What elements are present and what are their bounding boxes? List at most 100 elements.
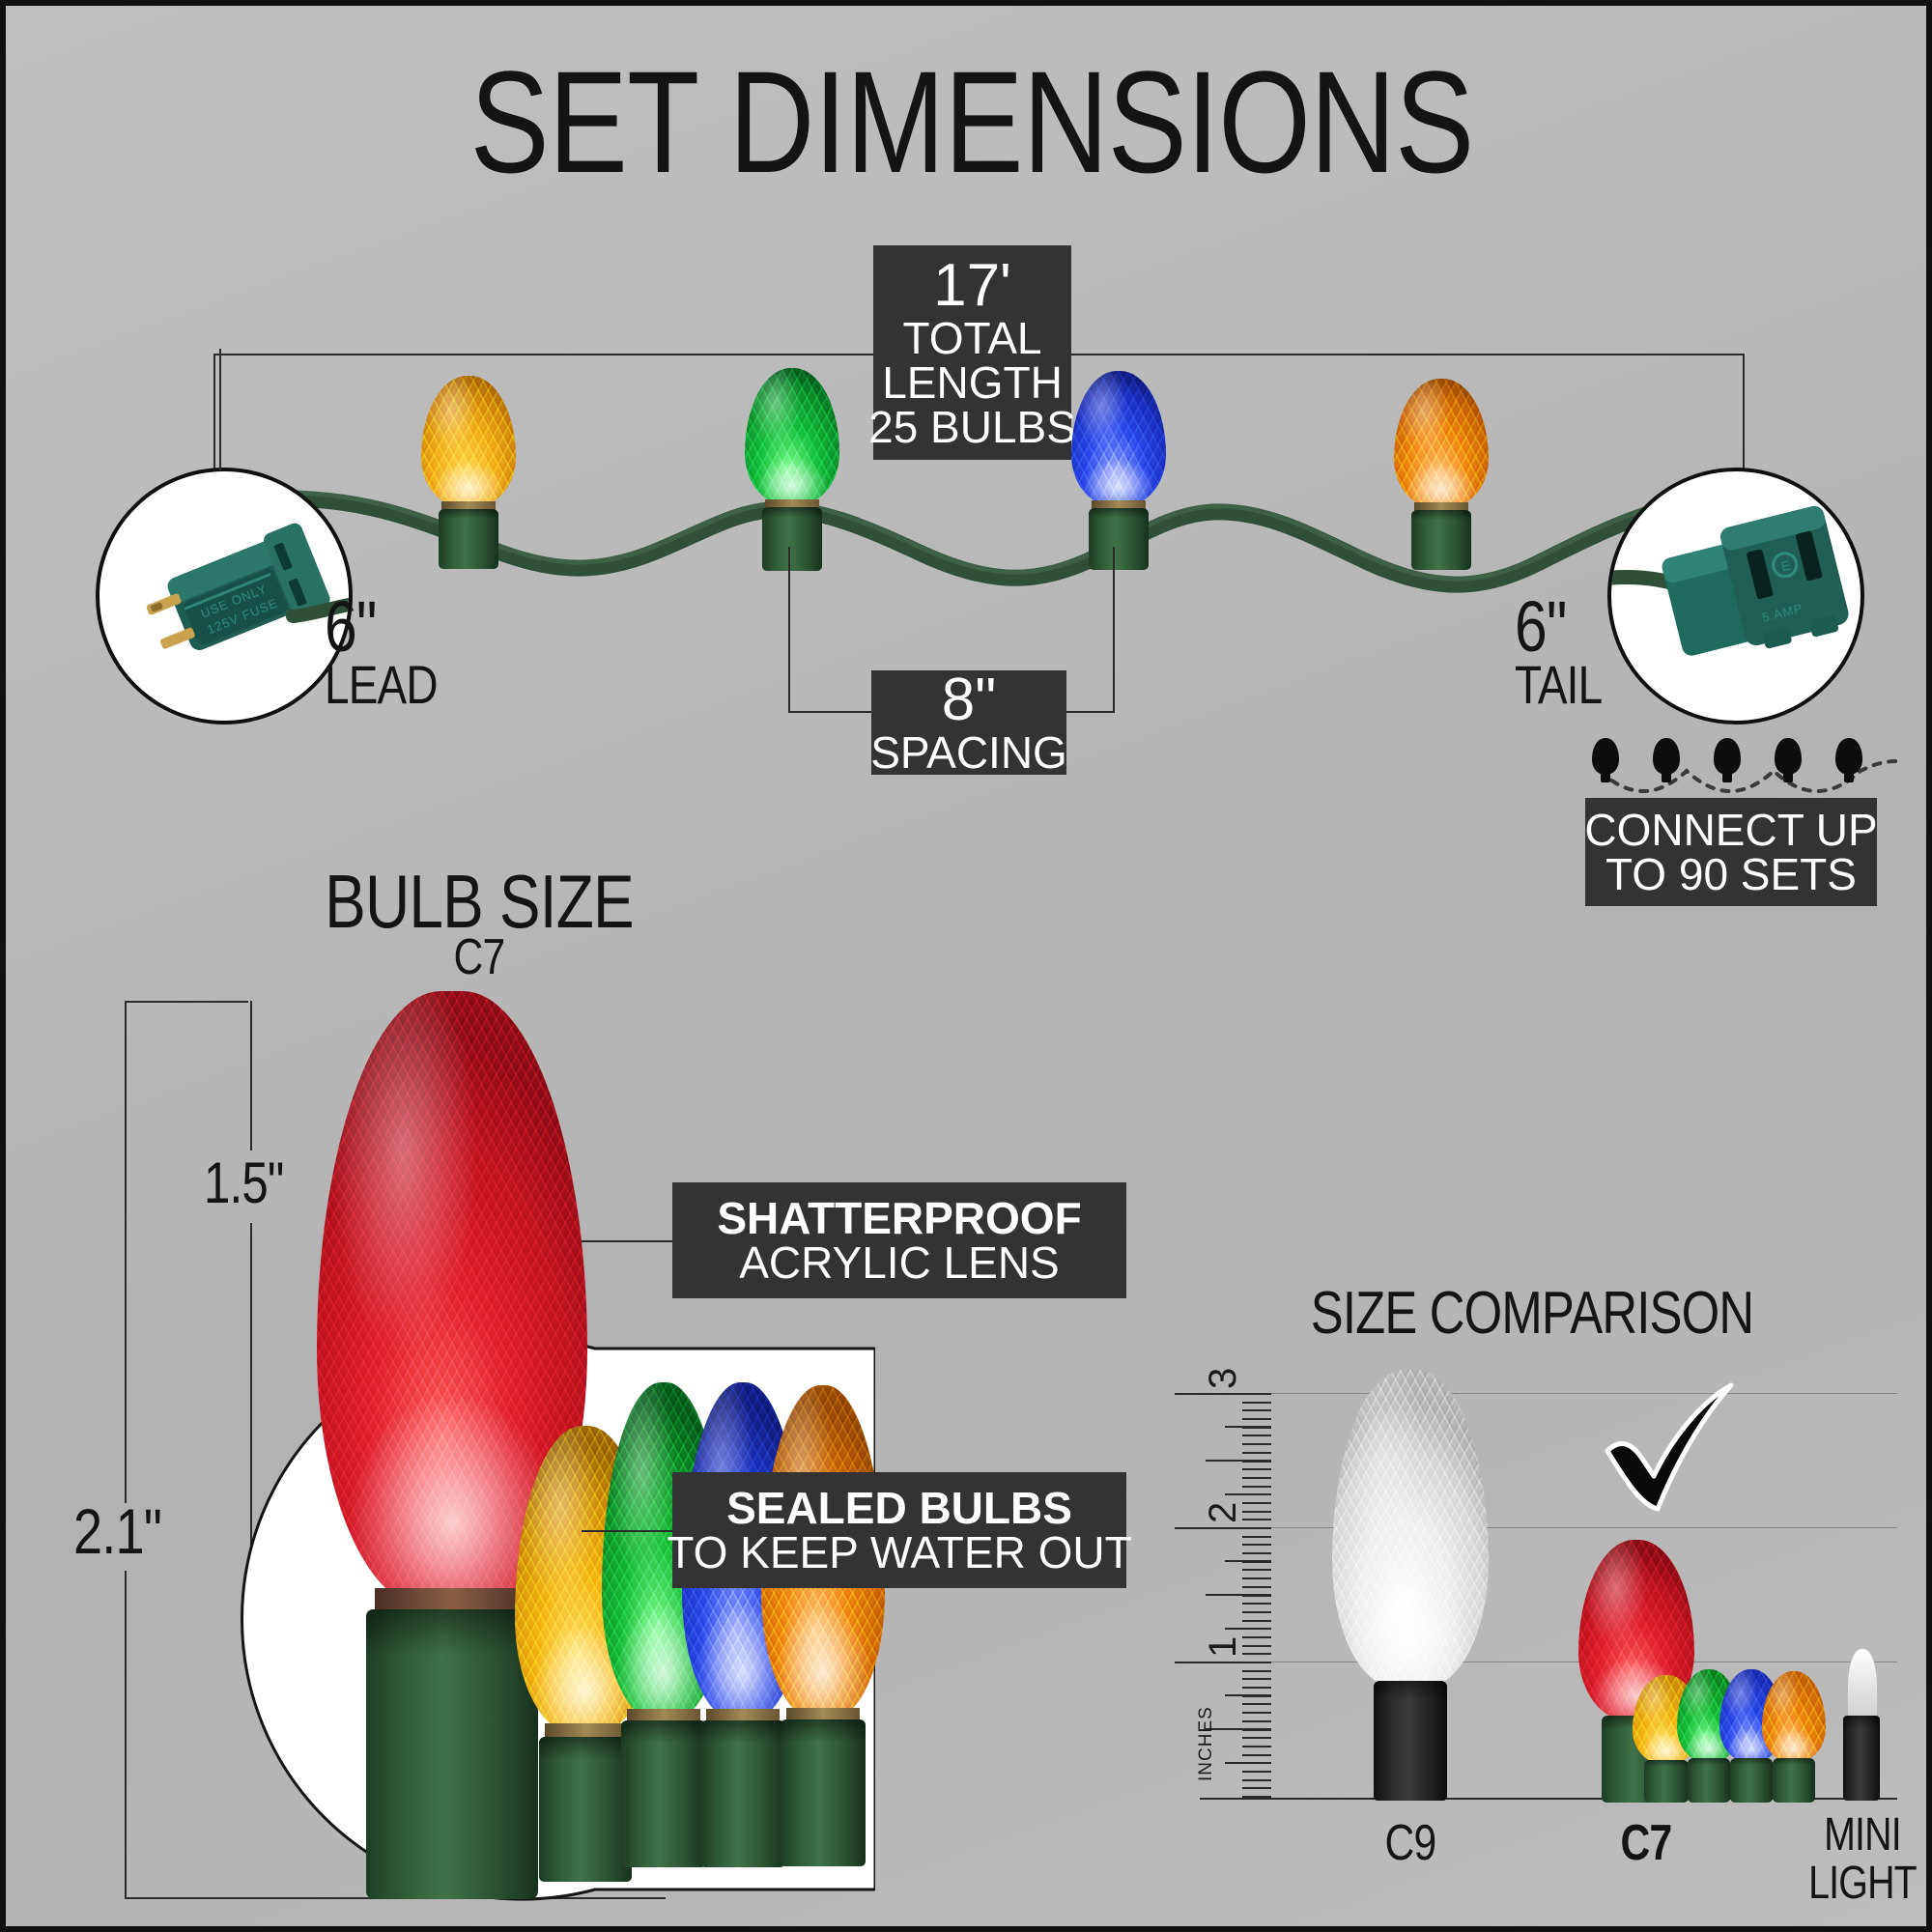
ruler-fine-tick: [1242, 1653, 1271, 1656]
total-length-value: 17': [933, 252, 1011, 319]
ruler-fine-tick: [1242, 1745, 1271, 1747]
ruler-fine-tick: [1242, 1510, 1271, 1513]
total-length-left-tick: [213, 354, 215, 513]
shatterproof-regular: ACRYLIC LENS: [739, 1237, 1060, 1288]
ruler-fine-tick: [1242, 1678, 1271, 1681]
bulb-socket: [1688, 1758, 1730, 1803]
inch-ruler: [1155, 1378, 1271, 1803]
mini-light-socket: [1843, 1716, 1880, 1801]
spacing-value: 8": [941, 667, 997, 733]
lens-height-dimension-line: [250, 1001, 252, 1151]
lead-plug-zoom-circle: USE ONLY 125V FUSE: [96, 468, 353, 724]
ruler-fine-tick: [1242, 1778, 1271, 1781]
bulb-socket: [762, 507, 822, 571]
ruler-fine-tick: [1242, 1460, 1271, 1463]
spacing-left-leader: [788, 547, 790, 713]
bulb-socket: [538, 1737, 632, 1882]
total-height-dimension-line-lower: [125, 1571, 127, 1899]
ruler-fine-tick: [1242, 1418, 1271, 1421]
ruler-fine-tick: [1242, 1594, 1271, 1597]
comparison-label-c7: C7: [1620, 1815, 1673, 1871]
total-height-top-tick: [125, 1001, 248, 1003]
lead-label-group: 6" LEAD: [325, 586, 462, 712]
checkmark-icon: [1605, 1382, 1734, 1512]
ruler-fine-tick: [1242, 1560, 1271, 1563]
total-length-line3: 25 BULBS: [868, 402, 1076, 452]
shatterproof-bold: SHATTERPROOF: [717, 1193, 1082, 1243]
bulb-lens: [1394, 379, 1489, 508]
ruler-fine-tick: [1242, 1501, 1271, 1504]
ruler-fine-tick: [1242, 1426, 1271, 1429]
sealed-bulbs-regular: TO KEEP WATER OUT: [667, 1527, 1132, 1577]
ruler-fine-tick: [1242, 1527, 1271, 1529]
comparison-label-c9: C9: [1384, 1815, 1437, 1871]
ruler-fine-tick: [1242, 1443, 1271, 1446]
ruler-fine-tick: [1242, 1552, 1271, 1555]
total-length-right-tick: [1743, 354, 1745, 513]
lens-height-dimension-line-lower: [250, 1223, 252, 1571]
comparison-label-mini-line1: MINI: [1824, 1809, 1902, 1861]
comparison-c9-bulb: [1332, 1370, 1489, 1801]
ruler-fine-tick: [1242, 1451, 1271, 1454]
bulb-socket: [439, 509, 498, 569]
tail-value: 6": [1515, 586, 1567, 667]
tail-label-group: 6" TAIL: [1515, 586, 1621, 712]
ruler-fine-tick: [1242, 1585, 1271, 1588]
comparison-label-mini-line2: LIGHT: [1808, 1858, 1918, 1909]
total-height-value: 2.1": [73, 1495, 162, 1567]
ruler-fine-tick: [1242, 1435, 1271, 1437]
ruler-fine-tick: [1242, 1569, 1271, 1572]
bulb-socket: [621, 1720, 706, 1867]
lens-height-value: 1.5": [204, 1151, 284, 1215]
spacing-label: SPACING: [870, 727, 1067, 778]
bulb-lens: [1762, 1671, 1826, 1762]
ruler-fine-tick: [1242, 1409, 1271, 1412]
bulb-size-heading: BULB SIZE: [325, 859, 634, 944]
mini-light-lens: [1847, 1648, 1878, 1721]
ruler-half-tick: [1206, 1460, 1271, 1462]
spacing-right-connector: [1024, 711, 1115, 713]
ruler-major-tick-1: [1175, 1662, 1271, 1663]
c9-lens: [1332, 1370, 1489, 1689]
ruler-label-1: 1: [1202, 1635, 1244, 1658]
ruler-fine-tick: [1242, 1662, 1271, 1663]
ruler-fine-tick: [1242, 1737, 1271, 1740]
ruler-fine-tick: [1242, 1468, 1271, 1471]
spacing-callout: 8" SPACING: [870, 667, 1067, 778]
connectable-string-icon: [1592, 738, 1899, 793]
ruler-fine-tick: [1242, 1493, 1271, 1496]
small-bulb-orange: [761, 1385, 885, 1874]
total-length-callout: 17' TOTAL LENGTH 25 BULBS: [868, 245, 1076, 460]
sealed-bulbs-callout: SEALED BULBS TO KEEP WATER OUT: [667, 1472, 1132, 1588]
ruler-fine-tick: [1242, 1635, 1271, 1638]
bulb-size-subheading: C7: [453, 929, 506, 985]
ruler-half-tick: [1206, 1728, 1271, 1730]
bulb-socket: [700, 1720, 785, 1867]
comparison-baseline: [1200, 1798, 1897, 1800]
string-bulb-yellow: [421, 376, 516, 569]
ruler-major-tick-3: [1175, 1393, 1271, 1395]
bulb-lens: [1071, 371, 1166, 506]
ruler-fine-tick: [1242, 1619, 1271, 1622]
ruler-fine-tick: [1242, 1728, 1271, 1731]
sealed-bulbs-bold: SEALED BULBS: [726, 1483, 1072, 1533]
total-height-dimension-line: [125, 1001, 127, 1503]
ruler-half-tick: [1206, 1594, 1271, 1596]
bulb-socket: [1411, 510, 1471, 570]
bulb-lens: [421, 376, 516, 507]
comparison-mini-light: [1832, 1648, 1891, 1801]
ruler-fine-tick: [1242, 1787, 1271, 1790]
ruler-fine-tick: [1242, 1770, 1271, 1773]
ruler-fine-tick: [1242, 1535, 1271, 1538]
total-length-line2: LENGTH: [882, 357, 1063, 408]
light-string-wire: [248, 490, 1715, 593]
ruler-fine-tick: [1242, 1694, 1271, 1697]
ruler-fine-tick: [1242, 1644, 1271, 1647]
comparison-gridline-3in: [1200, 1393, 1897, 1394]
ruler-fine-tick: [1242, 1519, 1271, 1521]
ruler-major-tick-2: [1175, 1527, 1271, 1529]
lead-value: 6": [325, 586, 377, 667]
tail-receptacle-zoom-circle: E 5 AMP: [1607, 468, 1864, 724]
bulb-lens: [745, 368, 839, 505]
